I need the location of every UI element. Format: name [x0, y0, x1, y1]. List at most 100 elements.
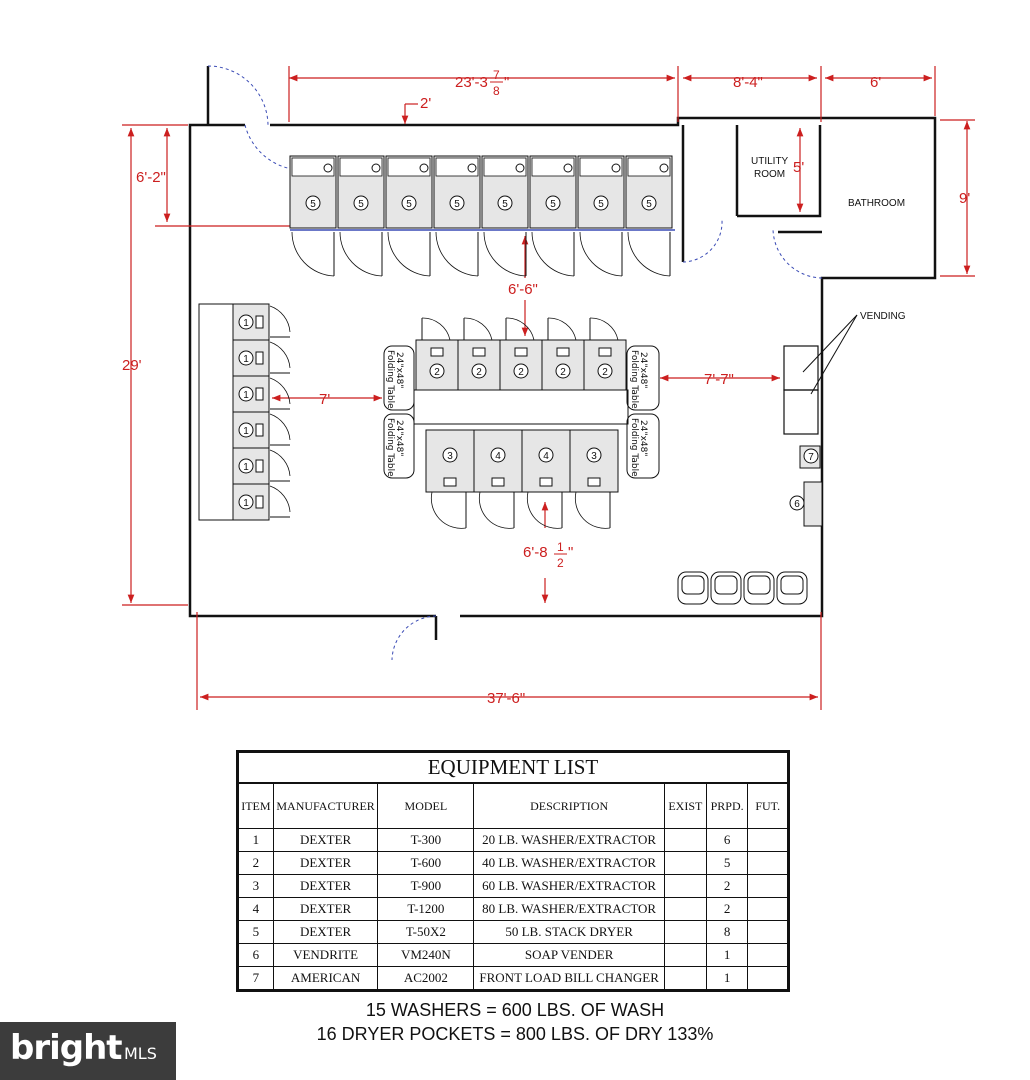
- item-tag-5: 5: [358, 199, 364, 210]
- bill-changer: 7: [799, 445, 821, 469]
- equipment-cell: [747, 943, 789, 967]
- equipment-header-cell: MANUFACTURER: [272, 782, 379, 829]
- chair: [677, 571, 709, 605]
- equipment-cell: [747, 828, 789, 852]
- equipment-cell: T-300: [377, 828, 475, 852]
- equipment-cell: 2: [237, 851, 274, 875]
- equipment-cell: 1: [237, 828, 274, 852]
- waiting-chairs: [677, 571, 808, 605]
- stack-dryer: 5: [385, 155, 433, 277]
- dim-aisle-bottom: 6'-8: [523, 544, 548, 561]
- summary-dry: 16 DRYER POCKETS = 800 LBS. OF DRY 133%: [316, 1024, 714, 1044]
- item-tag-2: 2: [434, 367, 440, 378]
- svg-text:6: 6: [794, 499, 800, 510]
- washer-40lb: 2: [415, 317, 459, 391]
- equipment-header-cell: ITEM: [237, 782, 274, 829]
- equipment-cell: 80 LB. WASHER/EXTRACTOR: [473, 897, 665, 921]
- svg-text:Folding Table: Folding Table: [385, 418, 395, 477]
- equipment-cell: 8: [705, 920, 749, 944]
- equipment-header-cell: MODEL: [377, 782, 475, 829]
- dim-top-width-suffix: ": [504, 74, 509, 91]
- equipment-cell: 6: [705, 828, 749, 852]
- item-tag-3: 3: [447, 451, 453, 462]
- equipment-cell: T-1200: [377, 897, 475, 921]
- item-tag-4: 4: [543, 451, 549, 462]
- item-tag-3: 3: [591, 451, 597, 462]
- svg-text:Folding Table: Folding Table: [629, 418, 639, 477]
- equipment-cell: [747, 920, 789, 944]
- stack-dryer: 5: [481, 155, 529, 277]
- item-tag-1: 1: [243, 354, 249, 365]
- dim-aisle-right: 7'-7": [704, 371, 734, 388]
- stack-dryer: 5: [337, 155, 385, 277]
- washer-20lb: 1: [232, 411, 291, 449]
- washer-large: 4: [521, 429, 571, 529]
- item-tag-4: 4: [495, 451, 501, 462]
- equipment-cell: 6: [237, 943, 274, 967]
- equipment-cell: 4: [237, 897, 274, 921]
- stack-dryer: 5: [433, 155, 481, 277]
- washer-large: 4: [473, 429, 523, 529]
- equipment-cell: 7: [237, 966, 274, 991]
- washer-40lb: 2: [583, 317, 627, 391]
- dim-utility-width: 8'-4": [733, 74, 763, 91]
- item-tag-2: 2: [476, 367, 482, 378]
- equipment-list-title: EQUIPMENT LIST: [236, 750, 790, 784]
- vending-machines: [783, 345, 819, 435]
- equipment-header-cell: EXIST: [663, 782, 707, 829]
- washers-item-3-4: 3 4 4 3: [425, 429, 619, 529]
- equipment-cell: T-50X2: [377, 920, 475, 944]
- equipment-cell: DEXTER: [272, 828, 379, 852]
- svg-text:24"x48": 24"x48": [394, 420, 404, 457]
- stack-dryer: 5: [625, 155, 673, 277]
- equipment-cell: DEXTER: [272, 920, 379, 944]
- equipment-cell: [747, 897, 789, 921]
- svg-text:7: 7: [808, 452, 814, 463]
- washer-large: 3: [569, 429, 619, 529]
- chair: [776, 571, 808, 605]
- dimensions: [122, 66, 975, 710]
- item-tag-5: 5: [550, 199, 556, 210]
- summary-wash: 15 WASHERS = 600 LBS. OF WASH: [365, 1000, 665, 1020]
- dim-top-width: 23'-3: [455, 74, 488, 91]
- equipment-cell: [663, 920, 707, 944]
- item-tag-5: 5: [406, 199, 412, 210]
- equipment-cell: FRONT LOAD BILL CHANGER: [473, 966, 665, 991]
- equipment-cell: AMERICAN: [272, 966, 379, 991]
- equipment-cell: DEXTER: [272, 897, 379, 921]
- svg-text:24"x48": 24"x48": [638, 352, 648, 389]
- washer-20lb: 1: [232, 447, 291, 485]
- equipment-cell: [747, 851, 789, 875]
- folding-tables: [383, 345, 660, 479]
- equipment-cell: AC2002: [377, 966, 475, 991]
- logo-brand: bright: [10, 1028, 123, 1068]
- dim-bath-width: 6': [870, 74, 881, 91]
- dim-aisle-bottom-frac-num: 1: [557, 540, 564, 554]
- equipment-cell: 5: [705, 851, 749, 875]
- walls: [188, 66, 937, 640]
- utility-room-label-2: ROOM: [754, 169, 785, 180]
- utility-room-label-1: UTILITY: [751, 156, 789, 167]
- item-tag-1: 1: [243, 318, 249, 329]
- equipment-cell: 1: [705, 966, 749, 991]
- equipment-cell: 1: [705, 943, 749, 967]
- item-tag-5: 5: [646, 199, 652, 210]
- equipment-cell: [747, 874, 789, 898]
- equipment-cell: 20 LB. WASHER/EXTRACTOR: [473, 828, 665, 852]
- dim-utility-depth: 5': [793, 159, 804, 176]
- equipment-cell: [663, 851, 707, 875]
- dim-aisle-top: 6'-6": [508, 281, 538, 298]
- bright-mls-logo: bright MLS: [0, 1022, 176, 1080]
- equipment-cell: 40 LB. WASHER/EXTRACTOR: [473, 851, 665, 875]
- chair: [710, 571, 742, 605]
- equipment-header-cell: PRPD.: [705, 782, 749, 829]
- equipment-cell: VENDRITE: [272, 943, 379, 967]
- equipment-cell: 5: [237, 920, 274, 944]
